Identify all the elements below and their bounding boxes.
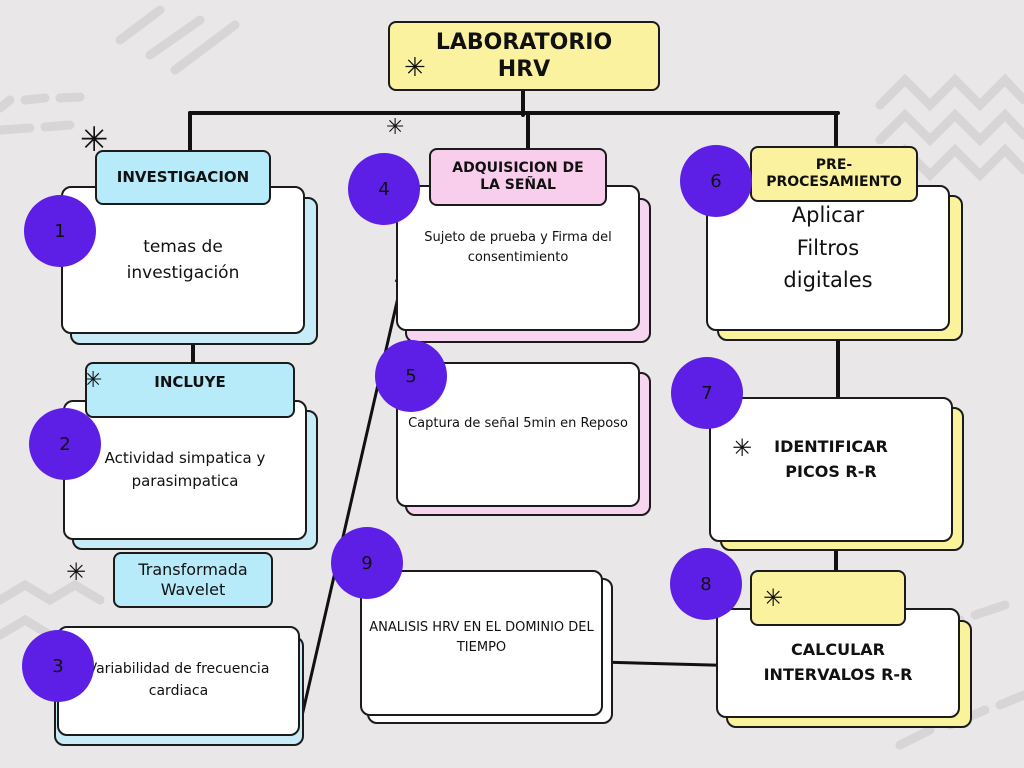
card-8: CALCULAR INTERVALOS R-R (716, 608, 960, 718)
step5-text: Captura de señal 5min en Reposo (408, 416, 628, 432)
step-9-number: 9 (361, 552, 373, 574)
star-icon: ✳ (732, 434, 753, 462)
step-2-number: 2 (59, 433, 71, 455)
step-5-badge: 5 (375, 340, 447, 412)
step1-text: temas de investigación (126, 236, 240, 283)
card-9: ANALISIS HRV EN EL DOMINIO DEL TIEMPO (360, 570, 603, 716)
title-box: LABORATORIO HRV (388, 21, 660, 91)
card-1: temas de investigación (61, 186, 305, 334)
step-8-badge: 8 (670, 548, 742, 620)
header-incluye-label: INCLUYE (154, 372, 226, 391)
star-icon: ✳ (763, 584, 784, 612)
step-9-badge: 9 (331, 527, 403, 599)
step-4-badge: 4 (348, 153, 420, 225)
star-icon: ✳ (80, 120, 109, 160)
header-calcular (750, 570, 906, 626)
step2-text: Actividad simpatica y parasimpatica (104, 448, 266, 490)
step-7-number: 7 (701, 382, 713, 404)
star-icon: ✳ (404, 53, 426, 83)
header-adquisicion-label: ADQUISICION DE LA SEÑAL (452, 159, 584, 194)
card-6: Aplicar Filtros digitales (706, 185, 950, 331)
card-7: IDENTIFICAR PICOS R-R (709, 397, 953, 542)
step-6-number: 6 (710, 170, 722, 192)
step-2-badge: 2 (29, 408, 101, 480)
header-pre-line1: PRE- (815, 156, 853, 173)
title-line2: HRV (497, 57, 551, 82)
header-investigacion-label: INVESTIGACION (116, 168, 250, 187)
step8-text: CALCULAR INTERVALOS R-R (763, 640, 913, 684)
step-6-badge: 6 (680, 145, 752, 217)
header-preprocesamiento: PRE- PROCESAMIENTO (750, 146, 918, 202)
wavelet-label: Transformada Wavelet (138, 560, 248, 599)
step4-text: Sujeto de prueba y Firma del consentimie… (424, 229, 612, 265)
step9-text: ANALISIS HRV EN EL DOMINIO DEL TIEMPO (369, 619, 594, 655)
step-7-badge: 7 (671, 357, 743, 429)
header-adquisicion: ADQUISICION DE LA SEÑAL (429, 148, 607, 206)
step-4-number: 4 (378, 178, 390, 200)
header-incluye: INCLUYE (85, 362, 295, 418)
step-3-number: 3 (52, 655, 64, 677)
star-icon: ✳ (386, 115, 405, 140)
card-2: Actividad simpatica y parasimpatica (63, 400, 307, 540)
step-3-badge: 3 (22, 630, 94, 702)
step-1-badge: 1 (24, 195, 96, 267)
step6-text: Aplicar Filtros digitales (783, 203, 873, 293)
card-4: Sujeto de prueba y Firma del consentimie… (396, 185, 640, 331)
header-investigacion: INVESTIGACION (95, 150, 271, 205)
step3-text: Variabilidad de frecuencia cardiaca (87, 661, 270, 699)
star-icon: ✳ (66, 558, 87, 586)
step-8-number: 8 (700, 573, 712, 595)
step-1-number: 1 (54, 220, 66, 242)
star-icon: ✳ (84, 368, 103, 393)
step7-text: IDENTIFICAR PICOS R-R (774, 436, 888, 481)
wavelet-box: Transformada Wavelet (113, 552, 273, 608)
card-3: Variabilidad de frecuencia cardiaca (57, 626, 300, 736)
step-5-number: 5 (405, 365, 417, 387)
header-pre-line2: PROCESAMIENTO (766, 174, 902, 190)
title-line1: LABORATORIO (435, 29, 613, 55)
